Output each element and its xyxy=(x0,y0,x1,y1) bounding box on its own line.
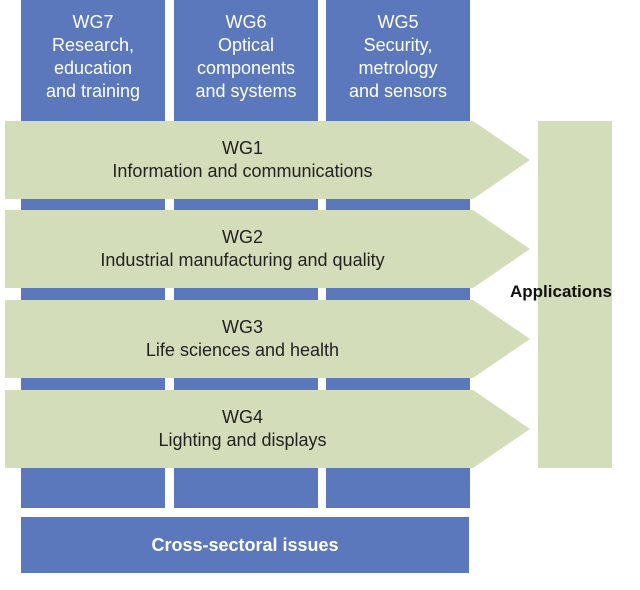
applications-label: Applications xyxy=(510,282,613,301)
arrow-label-wg3: Life sciences and health xyxy=(145,340,340,360)
cross-sectoral-bar: Cross-sectoral issues xyxy=(21,517,469,573)
arrow-id-wg1: WG1 xyxy=(221,138,263,158)
cross-sectoral-label: Cross-sectoral issues xyxy=(151,534,339,555)
arrow-label-wg4: Lighting and displays xyxy=(158,430,327,450)
applications-box xyxy=(538,121,612,468)
arrow-label-wg2: Industrial manufacturing and quality xyxy=(100,250,385,270)
column-label-wg5: WG5 Security, metrology and sensors xyxy=(348,12,448,101)
arrow-wg4: WG4 Lighting and displays xyxy=(5,390,530,468)
column-label-wg6: WG6 Optical components and systems xyxy=(195,12,297,101)
column-label-wg7: WG7 Research, education and training xyxy=(45,12,141,101)
arrow-text-wg1: WG1 Information and communications xyxy=(5,121,480,199)
arrow-text-wg2: WG2 Industrial manufacturing and quality xyxy=(5,210,480,288)
arrow-text-wg4: WG4 Lighting and displays xyxy=(5,390,480,468)
arrow-id-wg4: WG4 xyxy=(221,407,263,427)
arrow-label-wg1: Information and communications xyxy=(112,161,373,181)
arrow-id-wg2: WG2 xyxy=(221,227,263,247)
column-header-wg7: WG7 Research, education and training xyxy=(21,0,165,120)
arrow-text-wg3: WG3 Life sciences and health xyxy=(5,300,480,378)
arrow-wg3: WG3 Life sciences and health xyxy=(5,300,530,378)
column-header-wg5: WG5 Security, metrology and sensors xyxy=(326,0,470,120)
arrow-id-wg3: WG3 xyxy=(221,317,263,337)
arrow-wg2: WG2 Industrial manufacturing and quality xyxy=(5,210,530,288)
column-header-wg6: WG6 Optical components and systems xyxy=(174,0,318,120)
arrow-wg1: WG1 Information and communications xyxy=(5,121,530,199)
